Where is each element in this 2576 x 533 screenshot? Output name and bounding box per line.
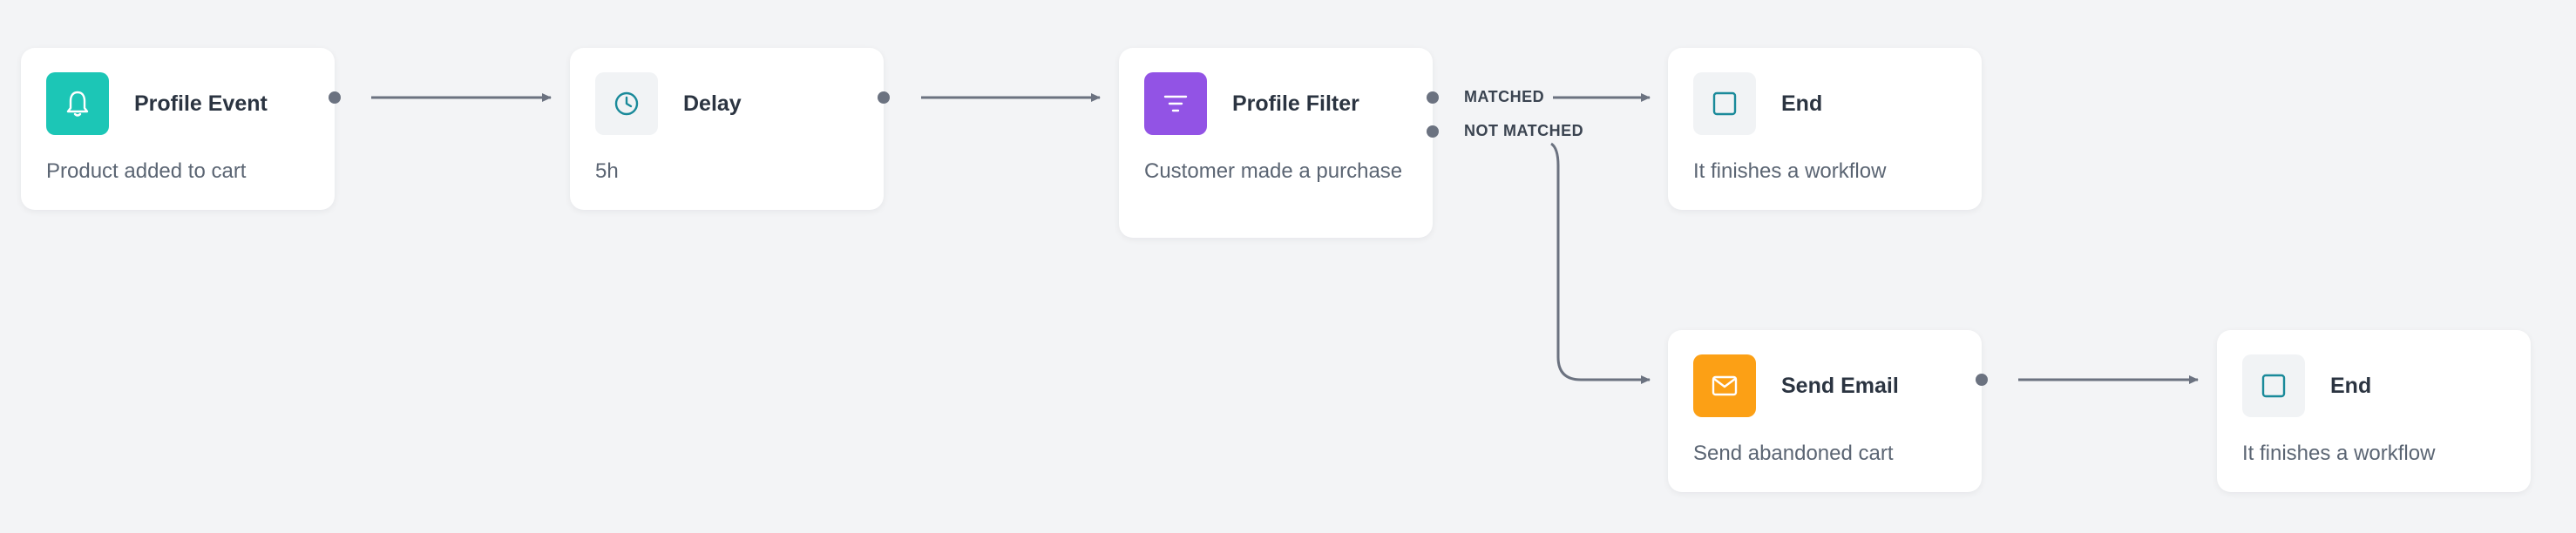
end-icon-box	[1693, 72, 1756, 135]
clock-icon	[614, 91, 639, 116]
node-end-top[interactable]: End It finishes a workflow	[1668, 48, 1982, 210]
node-description: Send abandoned cart	[1693, 442, 1894, 465]
node-title: Profile Filter	[1232, 91, 1359, 116]
node-description: Product added to cart	[46, 159, 247, 183]
delay-icon-box	[595, 72, 658, 135]
node-description: 5h	[595, 159, 619, 183]
profile-filter-icon-box	[1144, 72, 1207, 135]
matched-port[interactable]	[1427, 91, 1439, 104]
output-port[interactable]	[878, 91, 890, 104]
node-title: Delay	[683, 91, 742, 116]
node-title: Profile Event	[134, 91, 268, 116]
node-description: It finishes a workflow	[1693, 159, 1887, 183]
profile-event-icon-box	[46, 72, 109, 135]
square-stop-icon	[1712, 91, 1737, 116]
node-description: It finishes a workflow	[2242, 442, 2436, 465]
node-delay[interactable]: Delay 5h	[570, 48, 884, 210]
node-title: End	[2330, 374, 2372, 398]
branch-label-matched: MATCHED	[1464, 88, 1545, 105]
node-profile-event[interactable]: Profile Event Product added to cart	[21, 48, 335, 210]
filter-icon	[1163, 95, 1188, 112]
output-port[interactable]	[1976, 374, 1988, 386]
square-stop-icon	[2261, 374, 2286, 398]
node-profile-filter[interactable]: Profile Filter Customer made a purchase	[1119, 48, 1433, 238]
not-matched-port[interactable]	[1427, 125, 1439, 138]
output-port[interactable]	[329, 91, 341, 104]
node-title: End	[1781, 91, 1823, 116]
send-email-icon-box	[1693, 354, 1756, 417]
connector-not-matched-to-send-email	[1550, 142, 1651, 384]
bell-icon	[66, 91, 89, 117]
branch-label-not-matched: NOT MATCHED	[1464, 122, 1584, 139]
end-icon-box	[2242, 354, 2305, 417]
node-title: Send Email	[1781, 374, 1899, 398]
node-end-bottom[interactable]: End It finishes a workflow	[2217, 330, 2531, 492]
node-send-email[interactable]: Send Email Send abandoned cart	[1668, 330, 1982, 492]
envelope-icon	[1712, 375, 1738, 396]
node-description: Customer made a purchase	[1144, 159, 1403, 183]
